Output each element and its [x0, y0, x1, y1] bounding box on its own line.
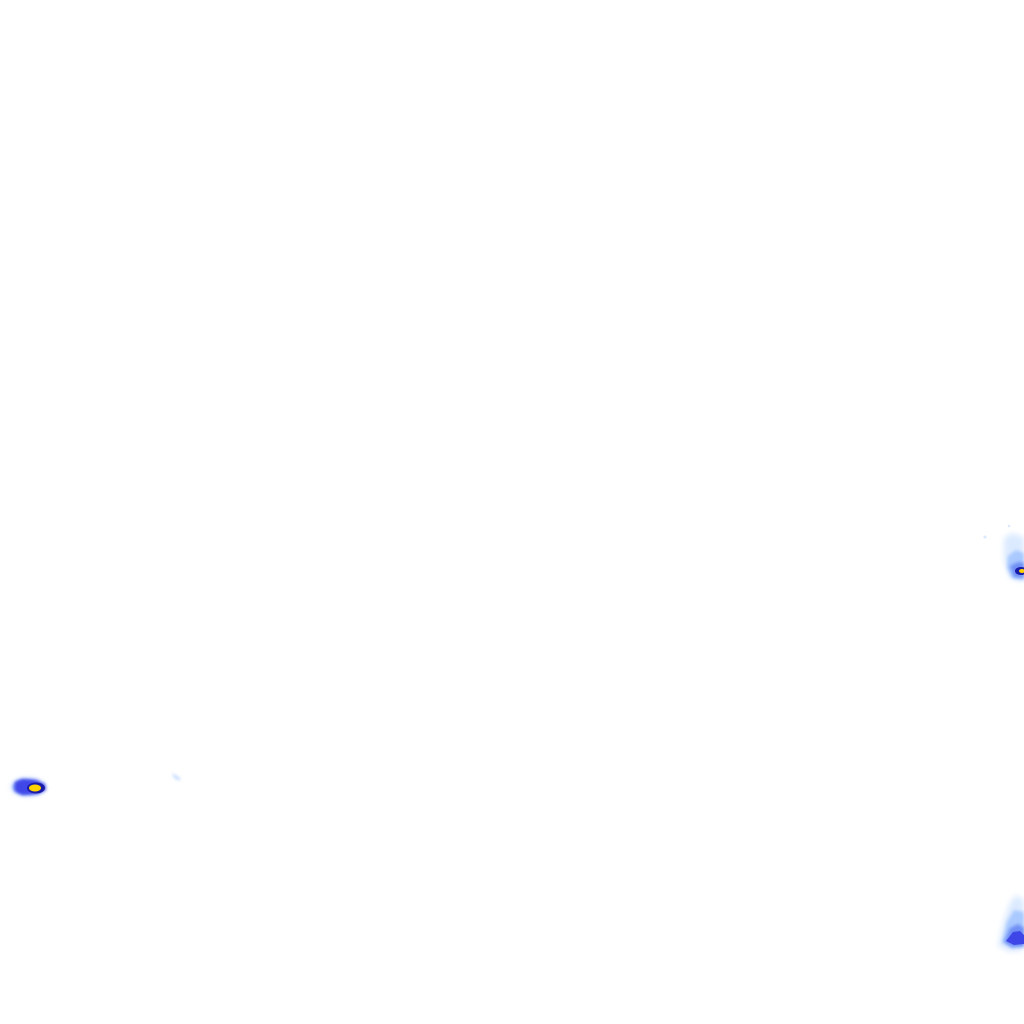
echo-west-cell: [12, 779, 46, 795]
echo-east-edge-cell: [983, 524, 1024, 582]
echo-southeast-patch: [998, 895, 1024, 952]
echo-west-fleck: [172, 773, 181, 780]
